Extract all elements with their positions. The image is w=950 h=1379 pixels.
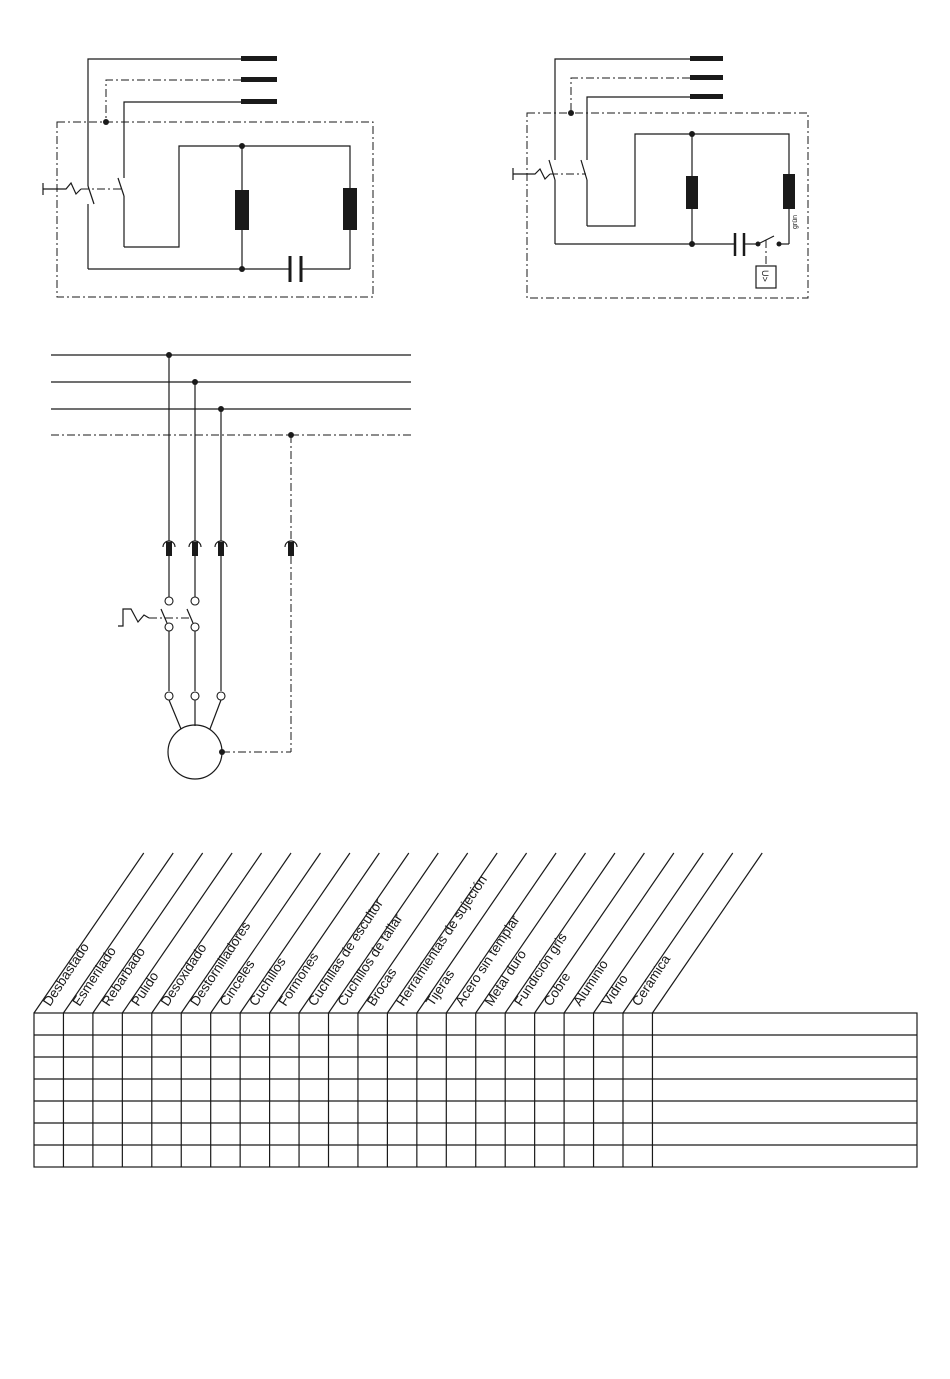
winding-coil — [235, 190, 249, 230]
terminal-plug — [690, 75, 723, 80]
table-column-header: Vidrio — [600, 972, 631, 1009]
plug-contact — [189, 541, 201, 556]
plug-contact — [163, 541, 175, 556]
motor-symbol — [168, 725, 222, 779]
terminal-plug — [690, 56, 723, 61]
terminal-plug — [241, 77, 277, 82]
header-divider — [652, 853, 762, 1013]
single-phase-diagram-right: grün U> — [513, 56, 808, 298]
undervoltage-release-label: U> — [760, 270, 770, 282]
table-column-header: Cobre — [541, 970, 574, 1009]
three-phase-diagram — [51, 352, 411, 779]
single-phase-diagram-left — [43, 56, 373, 297]
plug-contact — [285, 541, 297, 556]
winding-coil — [686, 176, 698, 209]
table-column-header: Cerámica — [629, 952, 674, 1009]
wire-color-label: grün — [792, 215, 799, 229]
winding-coil — [783, 174, 795, 209]
application-table: DesbastadoEsmeriladoRebarbadoPulidoDesox… — [34, 853, 917, 1167]
plug-contact — [215, 541, 227, 556]
motor-enclosure — [57, 122, 373, 297]
terminal-plug — [241, 56, 277, 61]
terminal-plug — [241, 99, 277, 104]
terminal-plug — [690, 94, 723, 99]
winding-coil — [343, 188, 357, 230]
